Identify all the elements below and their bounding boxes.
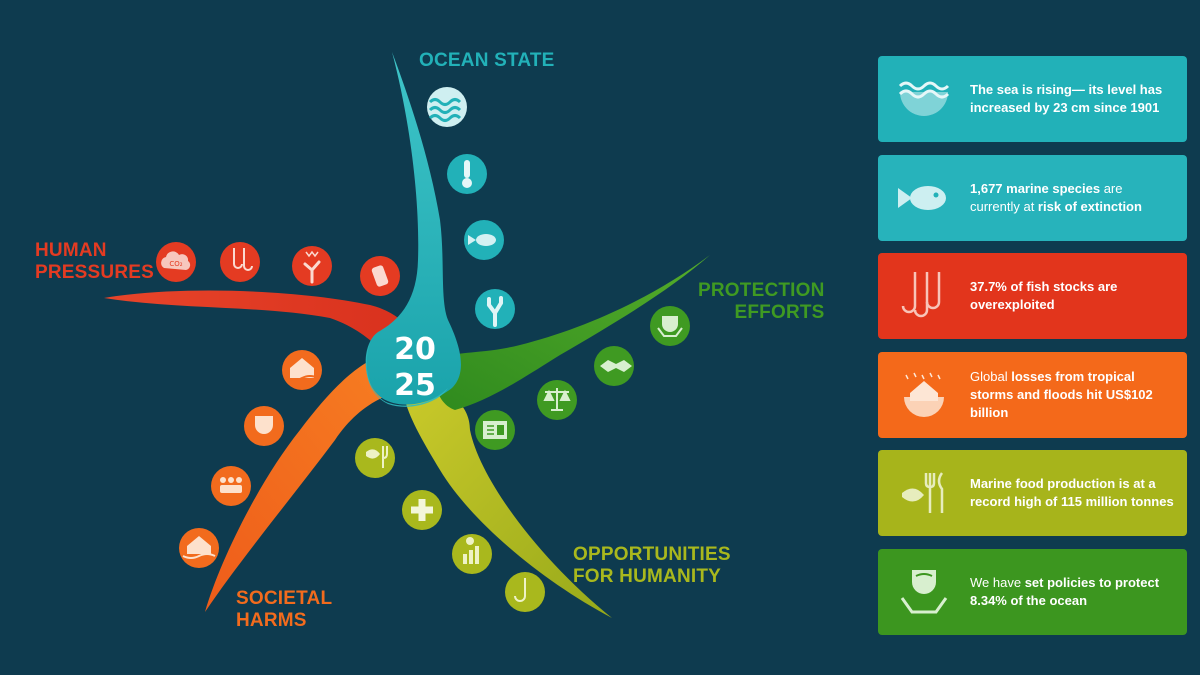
fact-segment: from tropical storms and floods hit US$1… (970, 368, 1153, 420)
fish-cutlery-icon (878, 450, 970, 536)
fact-card-storm-losses: Global losses from tropical storms and f… (878, 351, 1187, 438)
fact-card-protection: We have set policies to protect 8.34% of… (878, 548, 1187, 635)
label-protection-efforts: PROTECTION EFFORTS (698, 280, 825, 323)
fact-segment: to protect 8.34% of the ocean (970, 574, 1160, 608)
fact-segment: risk of extinction (1037, 198, 1142, 214)
arm-protection-efforts (435, 255, 710, 410)
arm-ocean-state (365, 52, 461, 405)
health-cross-icon (402, 490, 442, 530)
fact-segment: The sea is rising— its level has increas… (970, 82, 1163, 115)
community-icon (211, 466, 251, 506)
flood-house-icon (282, 350, 322, 390)
fact-segment: are currently at (970, 180, 1123, 214)
fact-text: The sea is rising— its level has increas… (970, 81, 1187, 117)
thermometer-icon (447, 154, 487, 194)
label-human-pressures: HUMAN PRESSURES (35, 240, 155, 283)
fact-segment: 37.7% of fish stocks are overexploited (970, 279, 1118, 312)
fact-text: 1,677 marine species are currently at ri… (970, 180, 1187, 216)
sea-level-icon (878, 56, 970, 142)
handshake-icon (594, 346, 634, 386)
year-line-2: 25 (394, 368, 436, 403)
coral-icon (475, 289, 515, 329)
shield-hands-icon (878, 549, 970, 635)
fish-food-icon (355, 438, 395, 478)
fish-hooks-icon (878, 253, 970, 339)
arm-human-pressures (104, 290, 421, 375)
fact-card-species: 1,677 marine species are currently at ri… (878, 154, 1187, 241)
fact-segment: set policies (1024, 574, 1096, 590)
label-opportunities: OPPORTUNITIES FOR HUMANITY (573, 544, 731, 587)
fact-text: Global losses from tropical storms and f… (970, 368, 1187, 422)
fish-icon (878, 155, 970, 241)
label-ocean-state: OCEAN STATE (419, 50, 555, 71)
star-diagram: CO₂ (104, 52, 710, 618)
fact-text: 37.7% of fish stocks are overexploited (970, 278, 1187, 314)
arm-opportunities (405, 391, 612, 618)
fish-hooks-icon (220, 242, 260, 282)
year-line-1: 20 (394, 332, 436, 367)
protection-shield-icon (244, 406, 284, 446)
scales-icon (537, 380, 577, 420)
fact-text: Marine food production is at a record hi… (970, 475, 1187, 511)
fact-segment: 1,677 marine species (970, 180, 1101, 196)
fact-text: We have set policies to protect 8.34% of… (970, 574, 1187, 610)
svg-text:CO₂: CO₂ (169, 260, 182, 268)
fact-segment: losses (1011, 368, 1052, 384)
co2-cloud-icon: CO₂ (156, 242, 196, 282)
money-growth-icon (452, 534, 492, 574)
waves-icon (427, 87, 467, 127)
fact-segment: Marine food production is at a record hi… (970, 476, 1174, 509)
shield-hands-icon (650, 306, 690, 346)
document-icon (475, 410, 515, 450)
fact-card-food-production: Marine food production is at a record hi… (878, 450, 1187, 536)
fact-card-sea-level: The sea is rising— its level has increas… (878, 56, 1187, 142)
coral-bleaching-icon (292, 246, 332, 286)
storm-house-icon (878, 352, 970, 438)
fish-icon (464, 220, 504, 260)
flooded-house-icon (179, 528, 219, 568)
center-year: 20 25 (385, 332, 445, 404)
label-societal-harms: SOCIETAL HARMS (236, 588, 333, 631)
fact-cards: The sea is rising— its level has increas… (878, 56, 1187, 647)
plastic-bottle-icon (360, 256, 400, 296)
fact-segment: We have (970, 574, 1025, 590)
fact-card-fish-stocks: 37.7% of fish stocks are overexploited (878, 253, 1187, 339)
fact-segment: Global (970, 368, 1012, 384)
fishing-hook-icon (505, 572, 545, 612)
